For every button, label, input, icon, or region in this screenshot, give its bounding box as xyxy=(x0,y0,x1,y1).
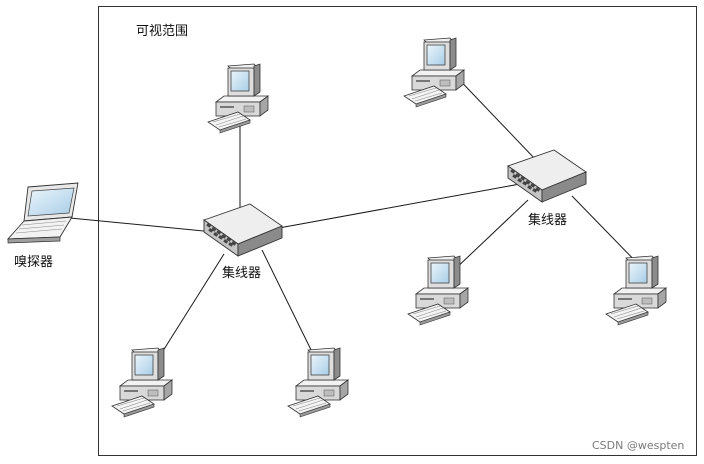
desktop-computer-icon xyxy=(111,347,173,418)
link-hub-right-pc-right-lower xyxy=(451,199,529,273)
desktop-computer-icon xyxy=(605,255,667,326)
desktop-computer-icon xyxy=(407,255,469,326)
desktop-computer-icon xyxy=(287,347,349,418)
hub-right-label: 集线器 xyxy=(528,213,568,228)
desktop-computer-icon xyxy=(403,37,465,108)
connection-lines xyxy=(69,69,645,363)
watermark: CSDN @wespten xyxy=(592,439,685,452)
visible-range-frame xyxy=(98,6,697,456)
link-hub-left-pc-bottom-center xyxy=(261,249,317,361)
sniffer-label: 嗅探器 xyxy=(14,255,54,270)
link-sniffer-hub-left xyxy=(69,217,215,233)
desktop-computer-icon xyxy=(207,63,269,134)
hub-icon xyxy=(507,149,587,203)
hub-left-label: 集线器 xyxy=(222,266,262,281)
link-hub-left-pc-bottom-left xyxy=(155,253,225,363)
laptop-icon xyxy=(7,182,79,244)
hub-icon xyxy=(203,203,283,257)
link-hub-left-hub-right xyxy=(267,183,521,231)
link-top-right-pc-hub-right xyxy=(449,69,537,161)
visible-range-label: 可视范围 xyxy=(136,24,189,39)
